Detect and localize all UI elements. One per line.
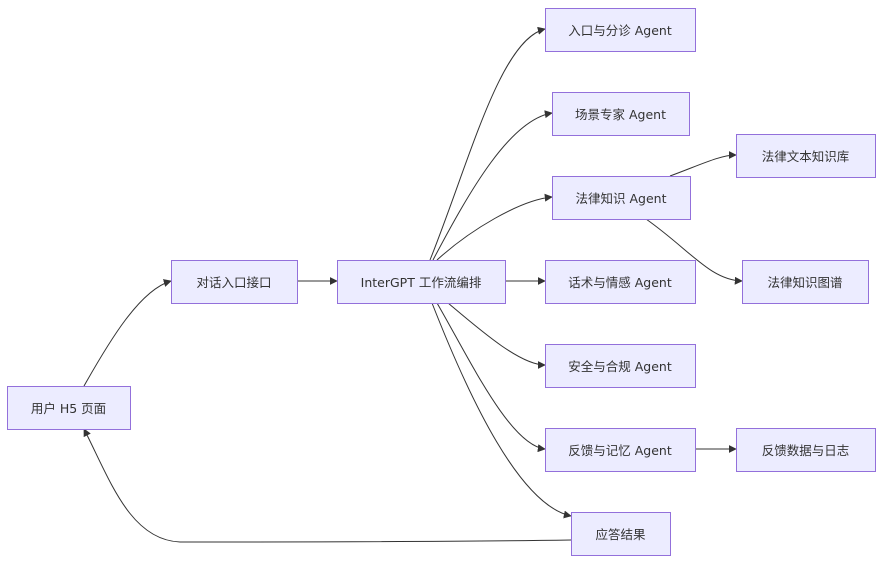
node-box [571, 512, 671, 556]
edge-orch-to-scene [432, 110, 553, 261]
node-box [552, 92, 690, 136]
node-safety[interactable]: 安全与合规 Agent [545, 344, 696, 388]
node-box [552, 176, 691, 220]
node-fblog[interactable]: 反馈数据与日志 [736, 428, 876, 472]
node-box [545, 260, 696, 304]
node-label: 场景专家 Agent [575, 107, 666, 122]
node-label: 对话入口接口 [196, 275, 271, 290]
edge-law-to-lawgraph [645, 218, 743, 285]
nodes-layer: 用户 H5 页面 对话入口接口 InterGPT 工作流编排 入口与分诊 Agent 场… [7, 8, 876, 556]
node-box [545, 428, 696, 472]
node-label: 安全与合规 Agent [568, 359, 672, 374]
node-label: 应答结果 [595, 527, 646, 542]
node-label: 法律知识 Agent [576, 191, 667, 206]
edge-user-to-api [83, 279, 172, 387]
node-box [171, 260, 298, 304]
node-box [736, 134, 876, 178]
node-label: 法律文本知识库 [762, 149, 850, 164]
node-law[interactable]: 法律知识 Agent [552, 176, 691, 220]
node-label: 反馈数据与日志 [762, 443, 850, 458]
node-label: InterGPT 工作流编排 [361, 275, 482, 290]
node-label: 用户 H5 页面 [31, 401, 106, 416]
node-label: 法律知识图谱 [767, 275, 842, 290]
edge-orch-to-triage [429, 26, 546, 261]
edge-law-to-lawtext [669, 151, 737, 177]
node-box [545, 8, 696, 52]
node-answer[interactable]: 应答结果 [571, 512, 671, 556]
edges-layer [83, 26, 743, 543]
node-scene[interactable]: 场景专家 Agent [552, 92, 690, 136]
edge-orch-to-feedback [436, 302, 546, 453]
node-feedback[interactable]: 反馈与记忆 Agent [545, 428, 696, 472]
edge-orch-to-safety [447, 302, 546, 369]
node-box [545, 344, 696, 388]
node-api[interactable]: 对话入口接口 [171, 260, 298, 304]
node-speech[interactable]: 话术与情感 Agent [545, 260, 696, 304]
node-user[interactable]: 用户 H5 页面 [7, 386, 131, 430]
node-triage[interactable]: 入口与分诊 Agent [545, 8, 696, 52]
node-orch[interactable]: InterGPT 工作流编排 [337, 260, 506, 304]
node-box [7, 386, 131, 430]
node-label: 反馈与记忆 Agent [568, 443, 672, 458]
node-box [736, 428, 876, 472]
edge-orch-to-answer [431, 302, 572, 519]
node-lawgraph[interactable]: 法律知识图谱 [742, 260, 869, 304]
node-box [742, 260, 869, 304]
node-lawtext[interactable]: 法律文本知识库 [736, 134, 876, 178]
node-box [337, 260, 506, 304]
node-label: 入口与分诊 Agent [568, 23, 672, 38]
node-label: 话术与情感 Agent [568, 275, 672, 290]
edge-answer-to-user [83, 428, 572, 543]
edge-orch-to-law [436, 193, 553, 261]
